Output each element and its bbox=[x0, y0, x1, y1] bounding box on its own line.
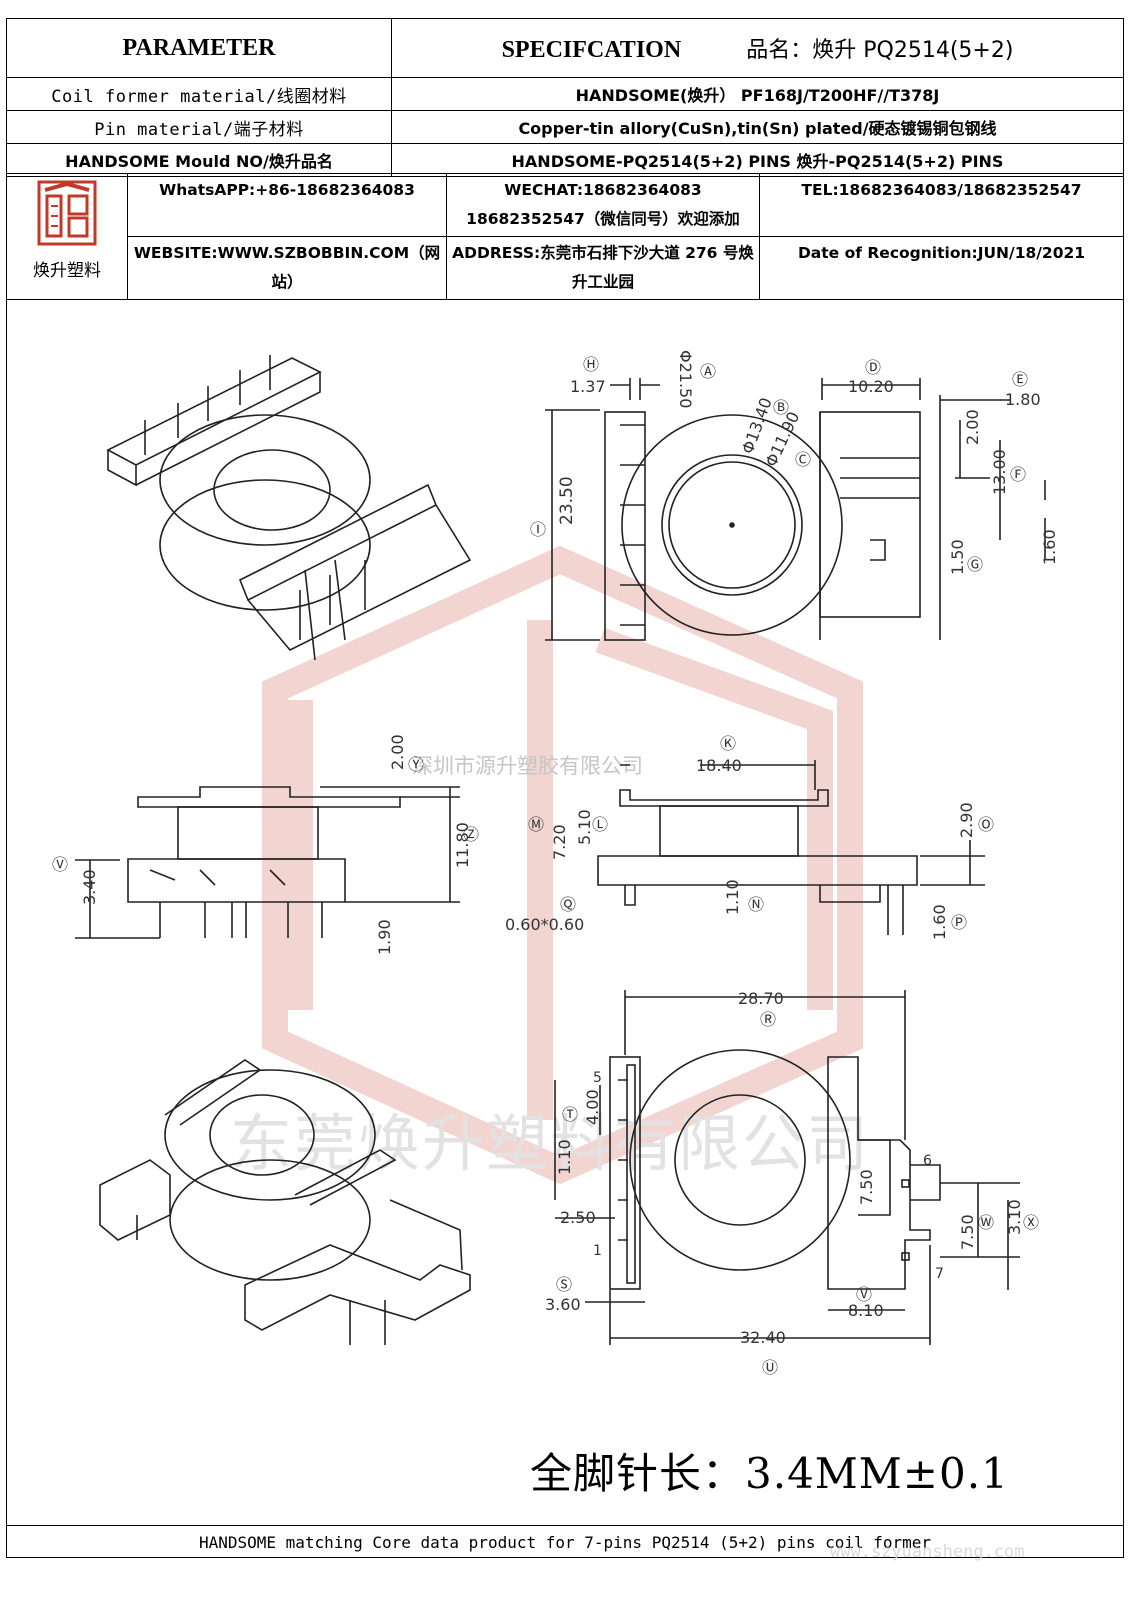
label-S: Ⓢ bbox=[556, 1275, 572, 1294]
label-P: Ⓟ bbox=[951, 913, 967, 932]
footer-note: HANDSOME matching Core data product for … bbox=[6, 1525, 1124, 1558]
dim-two: 2.00 bbox=[963, 409, 982, 445]
logo-cell: 焕升塑料 bbox=[6, 173, 128, 300]
watermark-company-1: 深圳市源升塑胶有限公司 bbox=[412, 754, 643, 778]
mould-no-value: HANDSOME-PQ2514(5+2) PINS 焕升-PQ2514(5+2)… bbox=[391, 143, 1124, 177]
specification-heading: SPECIFCATION 品名：焕升 PQ2514(5+2) bbox=[391, 18, 1124, 78]
isometric-view-top bbox=[106, 355, 472, 661]
dim-Z: 11.80 bbox=[453, 822, 472, 868]
label-B: Ⓑ bbox=[773, 398, 789, 417]
dim-W-inner: 7.50 bbox=[857, 1169, 876, 1205]
pin-6: 6 bbox=[923, 1153, 932, 1169]
dim-R: 28.70 bbox=[738, 989, 784, 1008]
label-I: Ⓘ bbox=[530, 520, 546, 539]
wechat-cell: WECHAT:18682364083 18682352547（微信同号）欢迎添加 bbox=[446, 173, 760, 237]
label-Z: Ⓩ bbox=[463, 825, 479, 844]
spec-header-table: PARAMETER SPECIFCATION 品名：焕升 PQ2514(5+2)… bbox=[6, 18, 1124, 177]
contact-table: 焕升塑料 WhatsAPP:+86-18682364083 WECHAT:186… bbox=[6, 173, 1124, 300]
label-K: Ⓚ bbox=[720, 734, 736, 753]
dim-W: 7.50 bbox=[958, 1214, 977, 1250]
dim-Y: 2.00 bbox=[388, 734, 407, 770]
dim-E: 1.80 bbox=[1005, 390, 1041, 409]
label-Y: Ⓨ bbox=[408, 755, 424, 774]
pin-7: 7 bbox=[935, 1266, 944, 1282]
dim-M: 7.20 bbox=[550, 824, 569, 860]
dim-T: 4.00 bbox=[583, 1089, 602, 1125]
dim-L: 5.10 bbox=[575, 809, 594, 845]
dim-V2: 8.10 bbox=[848, 1301, 884, 1320]
label-V: Ⓥ bbox=[52, 855, 68, 874]
tel-cell: TEL:18682364083/18682352547 bbox=[759, 173, 1124, 237]
label-A: Ⓐ bbox=[700, 362, 716, 381]
label-V2: Ⓥ bbox=[856, 1285, 872, 1304]
dim-K: 18.40 bbox=[696, 756, 742, 775]
dim-H: 1.37 bbox=[570, 377, 606, 396]
handsome-logo-icon bbox=[37, 180, 97, 246]
dim-V: 3.40 bbox=[80, 869, 99, 905]
side-view-right: 18.40 Ⓚ 7.20 Ⓜ 5.10 Ⓛ 2.90 Ⓞ 1.10 Ⓝ 0.60… bbox=[505, 734, 994, 940]
label-Q: Ⓠ bbox=[560, 895, 576, 914]
dim-X: 3.10 bbox=[1005, 1199, 1024, 1235]
label-O: Ⓞ bbox=[978, 815, 994, 834]
dim-t2: 1.10 bbox=[555, 1139, 574, 1175]
watermark-company-2: 东莞焕升塑料有限公司 bbox=[230, 1107, 871, 1180]
label-U: Ⓤ bbox=[762, 1358, 778, 1377]
date-cell: Date of Recognition:JUN/18/2021 bbox=[759, 236, 1124, 300]
coil-material-value: HANDSOME(焕升） PF168J/T200HF//T378J bbox=[391, 77, 1124, 111]
watermark-url: www.szyuansheng.com bbox=[830, 1542, 1025, 1562]
dim-P: 1.60 bbox=[930, 904, 949, 940]
label-D: Ⓓ bbox=[865, 358, 881, 377]
pin-1: 1 bbox=[593, 1243, 602, 1259]
dim-N: 1.10 bbox=[723, 879, 742, 915]
dim-D: 10.20 bbox=[848, 377, 894, 396]
label-F: Ⓕ bbox=[1010, 465, 1026, 484]
label-X: Ⓧ bbox=[1023, 1213, 1039, 1232]
dim-pin: 1.90 bbox=[375, 919, 394, 955]
dim-G: 1.50 bbox=[948, 539, 967, 575]
dim-F: 13.00 bbox=[990, 449, 1009, 495]
label-E: Ⓔ bbox=[1012, 370, 1028, 389]
product-label: 品名：焕升 PQ2514(5+2) bbox=[746, 38, 1014, 63]
dim-I: 23.50 bbox=[557, 476, 577, 525]
dim-Q: 0.60*0.60 bbox=[505, 915, 584, 934]
label-T: Ⓣ bbox=[562, 1105, 578, 1124]
side-view-left: 3.40 Ⓥ 11.80 Ⓩ 2.00 Ⓨ 1.90 bbox=[52, 734, 479, 955]
dim-A: Φ21.50 bbox=[676, 350, 695, 408]
isometric-view-bottom bbox=[99, 1059, 471, 1345]
dim-g2: 1.60 bbox=[1040, 529, 1059, 565]
dim-O: 2.90 bbox=[957, 802, 976, 838]
label-W: Ⓦ bbox=[978, 1213, 994, 1232]
dim-U: 32.40 bbox=[740, 1328, 786, 1347]
label-M: Ⓜ bbox=[528, 815, 544, 834]
label-G: Ⓖ bbox=[967, 555, 983, 574]
label-N: Ⓝ bbox=[748, 895, 764, 914]
address-cell: ADDRESS:东莞市石排下沙大道 276 号焕升工业园 bbox=[446, 236, 760, 300]
label-H: Ⓗ bbox=[583, 355, 599, 374]
logo-text: 焕升塑料 bbox=[33, 261, 101, 281]
pin-5: 5 bbox=[593, 1070, 602, 1086]
mould-no-label: HANDSOME Mould NO/焕升品名 bbox=[6, 143, 392, 177]
label-R: Ⓡ bbox=[760, 1010, 776, 1029]
dim-S: 3.60 bbox=[545, 1295, 581, 1314]
pin-material-label: Pin material/端子材料 bbox=[6, 110, 392, 144]
dim-s1: 2.50 bbox=[560, 1208, 596, 1227]
plan-view-bottom: 28.70 Ⓡ 32.40 Ⓤ 3.60 Ⓢ 2.50 1.10 4.00 Ⓣ … bbox=[545, 989, 1039, 1377]
pin-length-note: 全脚针长：3.4MM±0.1 bbox=[530, 1449, 1009, 1498]
label-C: Ⓒ bbox=[795, 450, 811, 469]
label-L: Ⓛ bbox=[592, 815, 608, 834]
coil-material-label: Coil former material/线圈材料 bbox=[6, 77, 392, 111]
plan-view-top: 23.50 Ⓘ 1.37 Ⓗ Φ21.50 Ⓐ Φ13.40 Ⓑ Φ11.90 … bbox=[530, 350, 1059, 641]
website-cell: WEBSITE:WWW.SZBOBBIN.COM（网站） bbox=[127, 236, 447, 300]
